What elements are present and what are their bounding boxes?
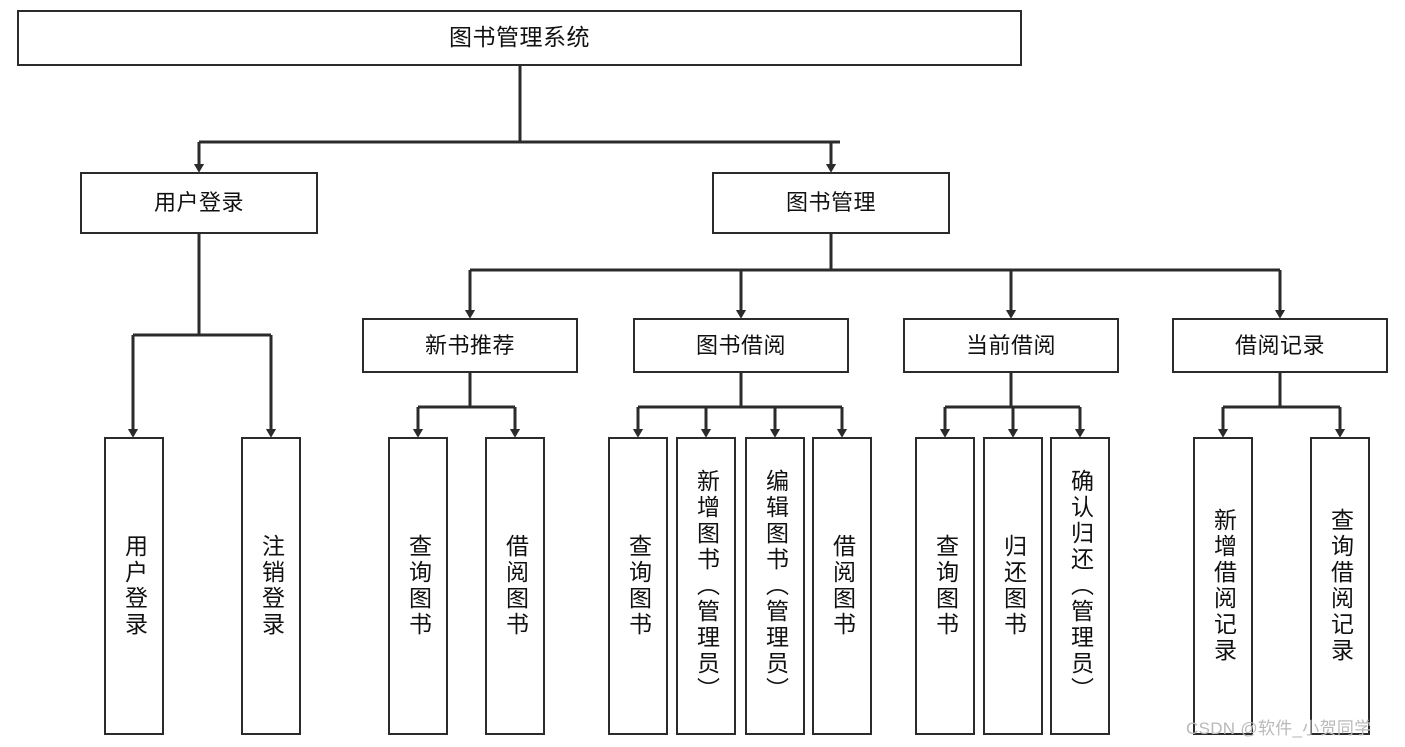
- node-label: 确认归还（管理员）: [1067, 469, 1094, 703]
- node-leaf-add-borrow-record[interactable]: 新增借阅记录: [1193, 437, 1253, 735]
- node-leaf-query-book-2[interactable]: 查询图书: [608, 437, 668, 735]
- node-label: 图书借阅: [695, 332, 786, 358]
- node-leaf-user-logout[interactable]: 注销登录: [241, 437, 301, 735]
- node-label: 当前借阅: [965, 332, 1056, 358]
- node-borrowing-records[interactable]: 借阅记录: [1172, 318, 1388, 373]
- node-label: 用户登录: [153, 190, 244, 216]
- watermark-text: CSDN @软件_小贺同学: [1186, 719, 1372, 738]
- node-label: 图书管理系统: [449, 24, 590, 51]
- node-leaf-borrow-book-2[interactable]: 借阅图书: [812, 437, 872, 735]
- node-label: 归还图书: [1000, 534, 1027, 638]
- node-book-management-system[interactable]: 图书管理系统: [17, 10, 1022, 66]
- node-user-login[interactable]: 用户登录: [80, 172, 318, 234]
- node-leaf-query-book-3[interactable]: 查询图书: [915, 437, 975, 735]
- node-new-book-recommendation[interactable]: 新书推荐: [362, 318, 578, 373]
- node-leaf-return-book[interactable]: 归还图书: [983, 437, 1043, 735]
- node-leaf-add-book-admin[interactable]: 新增图书（管理员）: [676, 437, 736, 735]
- node-label: 查询图书: [932, 534, 959, 638]
- node-label: 新增借阅记录: [1210, 508, 1237, 664]
- node-label: 用户登录: [121, 534, 148, 638]
- node-label: 借阅图书: [829, 534, 856, 638]
- node-label: 注销登录: [258, 534, 285, 638]
- node-leaf-user-login[interactable]: 用户登录: [104, 437, 164, 735]
- node-leaf-edit-book-admin[interactable]: 编辑图书（管理员）: [745, 437, 805, 735]
- node-label: 新书推荐: [424, 332, 515, 358]
- node-leaf-confirm-return-admin[interactable]: 确认归还（管理员）: [1050, 437, 1110, 735]
- node-label: 查询借阅记录: [1327, 508, 1354, 664]
- node-label: 查询图书: [405, 534, 432, 638]
- node-label: 借阅记录: [1234, 332, 1325, 358]
- node-leaf-borrow-book-1[interactable]: 借阅图书: [485, 437, 545, 735]
- node-label: 新增图书（管理员）: [693, 469, 720, 703]
- node-label: 编辑图书（管理员）: [762, 469, 789, 703]
- node-label: 查询图书: [625, 534, 652, 638]
- node-current-borrowing[interactable]: 当前借阅: [903, 318, 1119, 373]
- node-leaf-query-borrow-record[interactable]: 查询借阅记录: [1310, 437, 1370, 735]
- node-label: 图书管理: [785, 190, 876, 216]
- node-label: 借阅图书: [502, 534, 529, 638]
- node-leaf-query-book-1[interactable]: 查询图书: [388, 437, 448, 735]
- node-book-borrowing[interactable]: 图书借阅: [633, 318, 849, 373]
- node-book-management[interactable]: 图书管理: [712, 172, 950, 234]
